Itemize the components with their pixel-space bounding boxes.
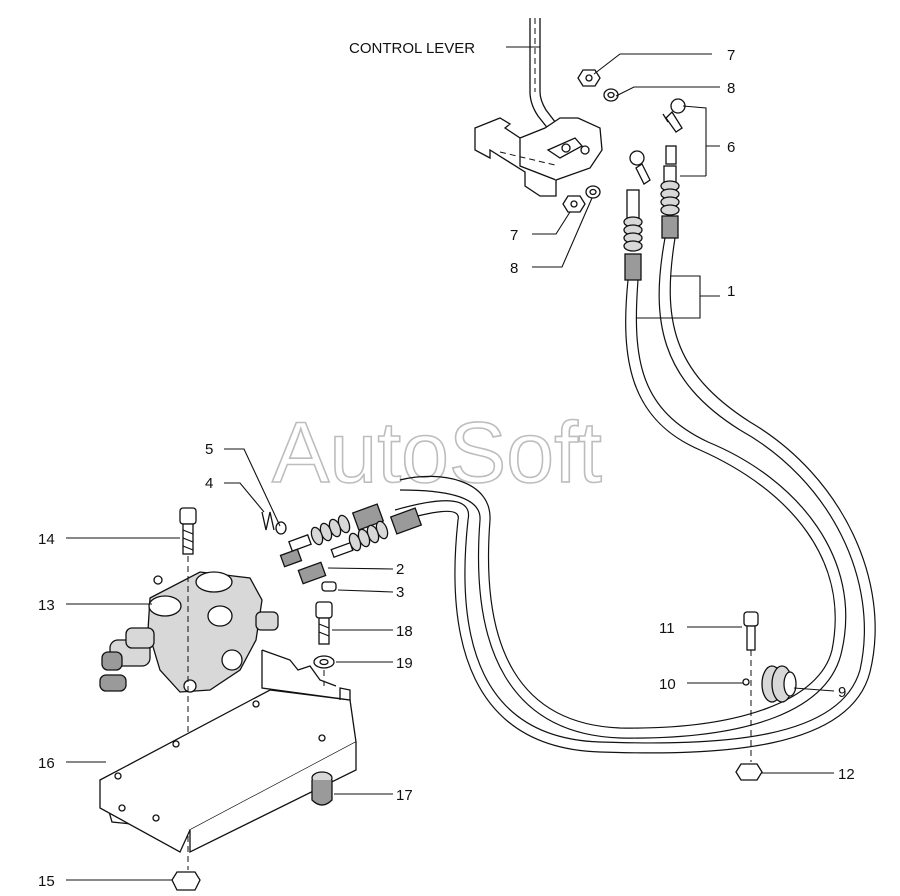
callout-13: 13: [38, 597, 55, 614]
callout-16: 16: [38, 755, 55, 772]
callout-19: 19: [396, 655, 413, 672]
callout-4: 4: [205, 475, 213, 492]
cable-end-lower: [330, 507, 423, 559]
callout-5: 5: [205, 441, 213, 458]
leader-lines: [66, 46, 835, 881]
nut-7-upper: [577, 69, 601, 87]
callout-1: 1: [727, 283, 735, 300]
bolt-14: [179, 507, 197, 555]
ball-joint-6-upper: [662, 98, 686, 133]
washer-19: [313, 655, 335, 669]
washer-8-lower: [585, 185, 601, 199]
cable-end-upper: [288, 503, 385, 552]
lever-bracket: [474, 117, 603, 197]
clevis: [279, 548, 327, 585]
washer-8-upper: [603, 88, 619, 102]
spacer-10: [742, 678, 750, 686]
callout-17: 17: [396, 787, 413, 804]
cable-boot-upper-right: [660, 165, 680, 239]
clip-4: [261, 511, 275, 531]
control-valve: [99, 571, 279, 693]
callout-2: 2: [396, 561, 404, 578]
callout-6: 6: [727, 139, 735, 156]
callout-10: 10: [659, 676, 676, 693]
callout-7-upper: 7: [727, 47, 735, 64]
callout-15: 15: [38, 873, 55, 890]
nut-7-lower: [562, 195, 586, 213]
callout-7-lower: 7: [510, 227, 518, 244]
control-lever-label: CONTROL LEVER: [349, 40, 475, 57]
cable-clamp-9: [761, 665, 797, 703]
callout-8-upper: 8: [727, 80, 735, 97]
cable-boot-upper-left: [623, 189, 643, 281]
callout-14: 14: [38, 531, 55, 548]
ball-joint-6-lower: [629, 145, 677, 185]
callout-3: 3: [396, 584, 404, 601]
bolt-11: [743, 611, 759, 651]
watermark: AutoSoft: [272, 405, 602, 501]
pin-3: [321, 581, 337, 592]
nut-12: [735, 763, 763, 781]
rubber-mount-17: [311, 771, 333, 806]
callout-12: 12: [838, 766, 855, 783]
callout-11: 11: [659, 620, 675, 637]
bolt-18: [315, 601, 333, 645]
callout-9: 9: [838, 684, 846, 701]
nut-15: [171, 871, 201, 891]
mounting-bracket: [99, 649, 357, 854]
control-cables: [394, 237, 876, 754]
callout-8-lower: 8: [510, 260, 518, 277]
washer-5: [275, 521, 287, 535]
callout-18: 18: [396, 623, 413, 640]
